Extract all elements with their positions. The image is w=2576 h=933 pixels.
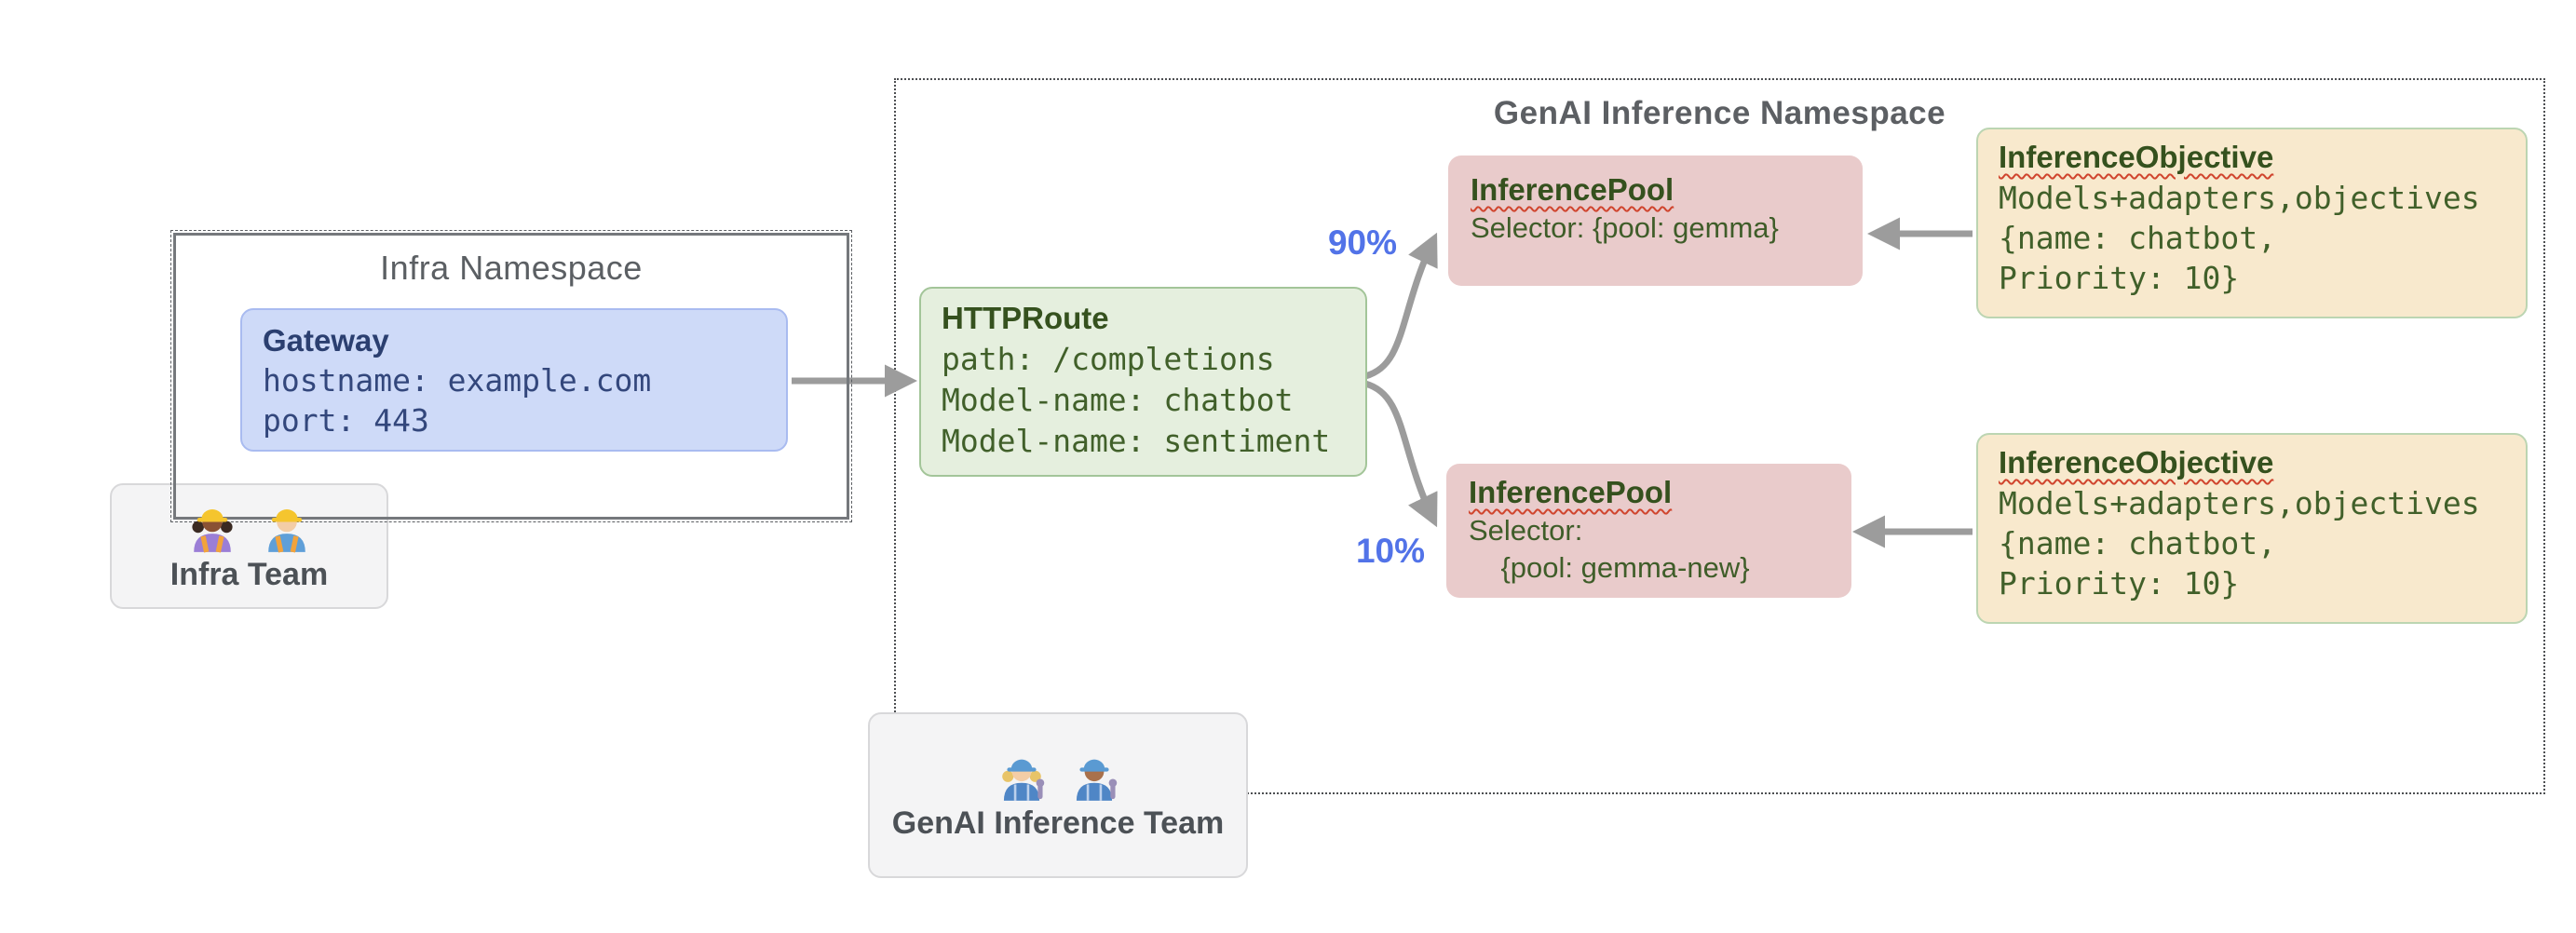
inference-objective-bottom-card: InferenceObjective Models+adapters,objec… (1976, 433, 2528, 624)
inference-objective-top-title: InferenceObjective (1999, 140, 2274, 174)
gateway-card: Gateway hostname: example.com port: 443 (240, 308, 788, 452)
httproute-to-pool-bottom-arrow (1363, 380, 1438, 528)
inference-pool-bottom-title: InferencePool (1469, 475, 1673, 509)
httproute-model-sentiment-line: Model-name: sentiment (942, 423, 1331, 459)
inference-pool-bottom-card: InferencePool Selector: {pool: gemma-new… (1446, 464, 1851, 598)
httproute-path-line: path: /completions (942, 341, 1275, 377)
genai-team-icons (997, 750, 1119, 802)
httproute-model-chatbot-line: Model-name: chatbot (942, 382, 1294, 418)
traffic-split-90-label: 90% (1327, 223, 1398, 262)
objective-bottom-name-line: {name: chatbot, (1999, 525, 2277, 561)
objective-bottom-priority-line: Priority: 10} (1999, 565, 2240, 602)
mechanic-man-icon (1076, 759, 1118, 801)
inference-pool-top-selector: Selector: {pool: gemma} (1471, 211, 1779, 244)
objective-bottom-models-line: Models+adapters,objectives (1999, 485, 2480, 521)
inference-objective-top-card: InferenceObjective Models+adapters,objec… (1976, 128, 2528, 318)
construction-worker-man-icon (267, 509, 305, 553)
inference-pool-bottom-selector-value: {pool: gemma-new} (1469, 551, 1750, 584)
construction-worker-woman-icon (191, 509, 233, 553)
inference-pool-bottom-selector: Selector: (1469, 514, 1583, 547)
httproute-to-pool-top-arrow (1363, 232, 1438, 380)
gateway-port-line: port: 443 (263, 402, 429, 439)
genai-inference-team: GenAI Inference Team (868, 712, 1248, 878)
inference-pool-top-card: InferencePool Selector: {pool: gemma} (1448, 156, 1863, 286)
objective-top-models-line: Models+adapters,objectives (1999, 180, 2480, 216)
infra-team-icons (187, 499, 312, 553)
httproute-title: HTTPRoute (942, 301, 1109, 335)
genai-team-label: GenAI Inference Team (891, 805, 1225, 841)
gateway-title: Gateway (263, 323, 389, 358)
infra-team-label: Infra Team (169, 557, 329, 592)
infra-team-box (110, 483, 388, 609)
genai-namespace-title: GenAI Inference Namespace (1493, 95, 1946, 131)
httproute-card: HTTPRoute path: /completions Model-name:… (919, 287, 1367, 477)
infra-team: Infra Team (110, 483, 388, 609)
traffic-split-10-label: 10% (1355, 532, 1426, 570)
genai-inference-namespace-box: GenAI Inference Namespace (894, 78, 2545, 794)
mechanic-woman-icon (1002, 759, 1045, 801)
gateway-hostname-line: hostname: example.com (263, 362, 652, 399)
objective-top-name-line: {name: chatbot, (1999, 220, 2277, 256)
objective-top-priority-line: Priority: 10} (1999, 260, 2240, 296)
inference-pool-top-title: InferencePool (1471, 172, 1674, 207)
inference-objective-bottom-title: InferenceObjective (1999, 445, 2274, 480)
